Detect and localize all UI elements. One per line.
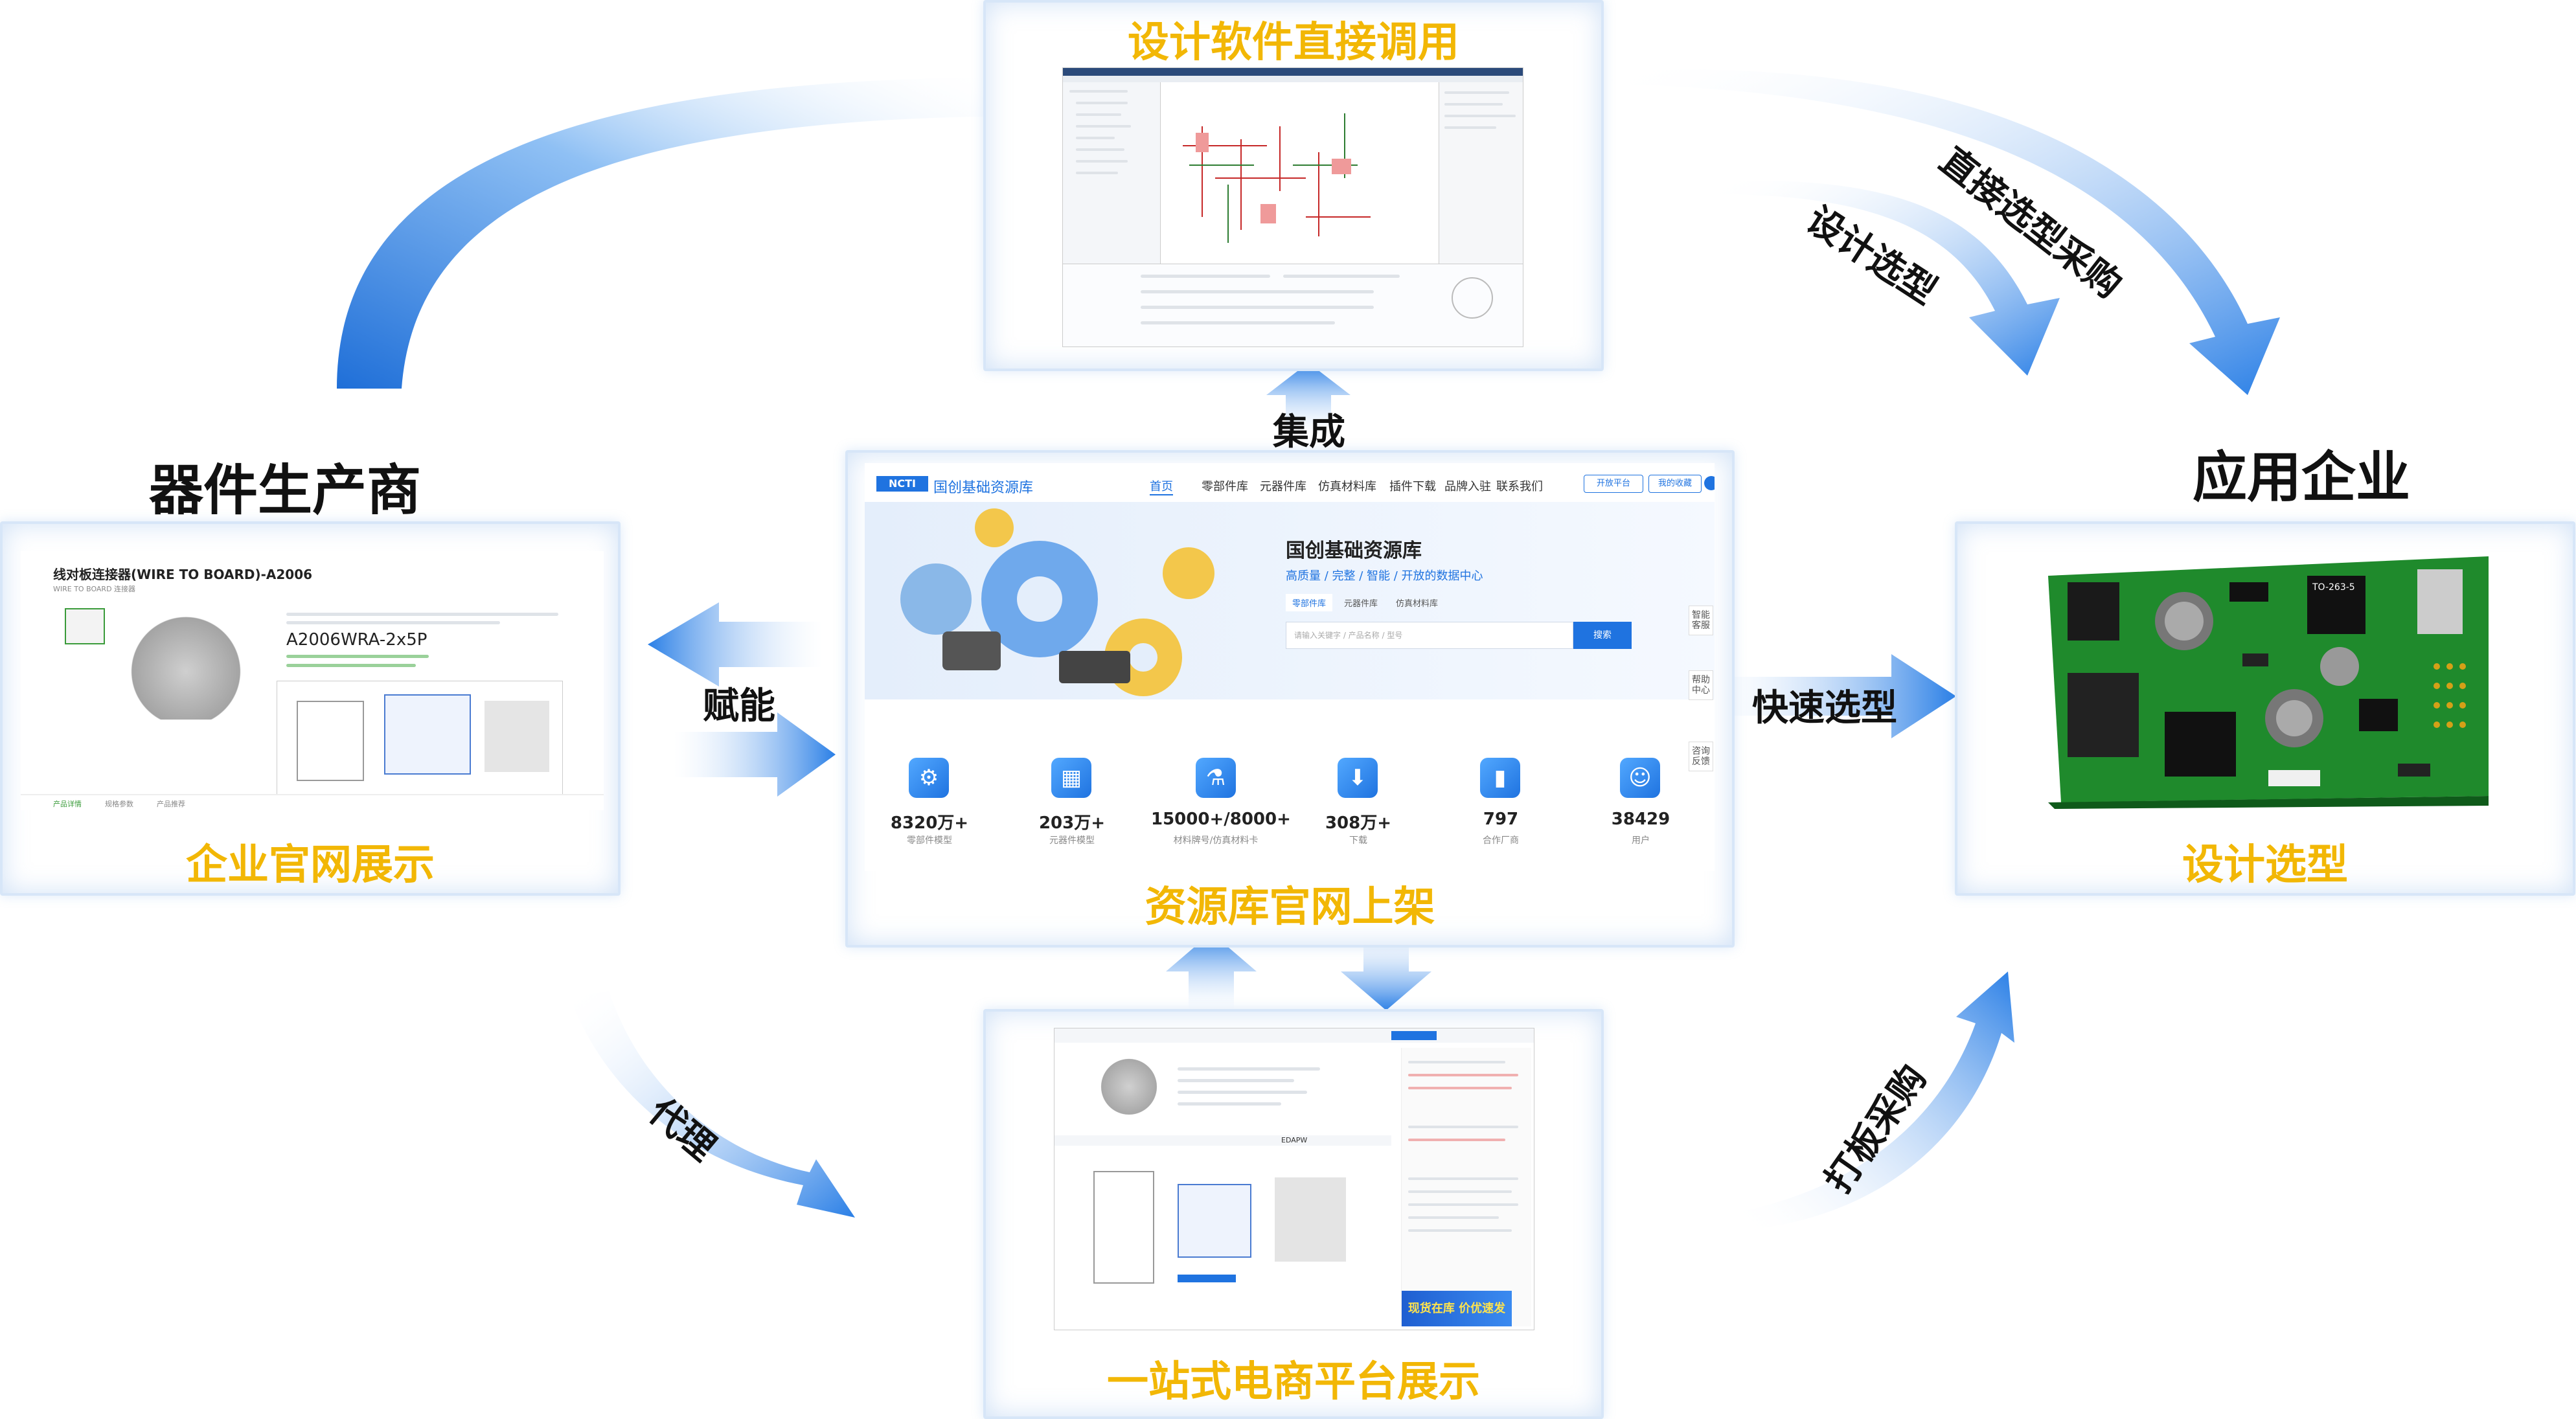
tab-specs[interactable]: 规格参数	[105, 800, 133, 808]
stat-downloads-value: 308万+	[1325, 813, 1392, 833]
official-site-subtitle: WIRE TO BOARD 连接器	[53, 585, 136, 593]
stat-download-icon: ⬇	[1338, 758, 1378, 798]
ecommerce-tab[interactable]: EDAPW	[1281, 1136, 1308, 1144]
integrate-label: 集成	[1273, 411, 1345, 453]
ecommerce-screenshot: EDAPW 现货在库 价优速发	[1054, 1028, 1534, 1330]
stat-vendors-label: 合作厂商	[1483, 835, 1519, 846]
gears-illustration	[900, 508, 1214, 696]
search-button[interactable]: 搜索	[1573, 622, 1632, 649]
stat-vendors-value: 797	[1483, 810, 1519, 829]
quick-select-label: 快速选型	[1752, 687, 1897, 729]
stat-materials-value: 15000+/8000+	[1151, 810, 1291, 829]
design-software-title: 设计软件直接调用	[1128, 19, 1459, 67]
design-software-screenshot	[1062, 67, 1523, 347]
avatar[interactable]	[1704, 476, 1715, 490]
stat-flask-icon: ⚗	[1196, 758, 1236, 798]
search-input[interactable]: 请输入关键字 / 产品名称 / 型号	[1286, 622, 1573, 649]
official-site-part-number: A2006WRA-2x5P	[286, 630, 427, 650]
drawing-preview	[277, 681, 563, 795]
stat-downloads-label: 下载	[1349, 835, 1367, 846]
arrow-prototype-purchase	[1742, 971, 2014, 1231]
pcb-label: TO-263-5	[2312, 582, 2355, 593]
nav-materials[interactable]: 仿真材料库	[1318, 480, 1376, 494]
promo-banner[interactable]: 现货在库 价优速发	[1402, 1291, 1512, 1326]
official-site-panel: 线对板连接器(WIRE TO BOARD)-A2006 WIRE TO BOAR…	[0, 521, 621, 896]
nav-home[interactable]: 首页	[1150, 477, 1173, 495]
stat-parts-value: 8320万+	[890, 813, 969, 833]
pcb-board-image: TO-263-5	[2048, 556, 2489, 809]
hero-banner: 国创基础资源库 高质量 / 完整 / 智能 / 开放的数据中心 零部件库 元器件…	[865, 502, 1715, 699]
arrow-empower-right	[674, 712, 836, 797]
design-selection-label: 设计选型	[2182, 841, 2348, 889]
nav-components[interactable]: 元器件库	[1260, 480, 1306, 494]
official-site-title: 线对板连接器(WIRE TO BOARD)-A2006	[53, 567, 313, 582]
ecommerce-panel: EDAPW 现货在库 价优速发 一站式电商平台展示	[983, 1009, 1604, 1419]
hero-subtitle: 高质量 / 完整 / 智能 / 开放的数据中心	[1286, 569, 1483, 583]
stat-users-label: 用户	[1632, 835, 1650, 846]
search-tab-parts[interactable]: 零部件库	[1286, 594, 1333, 611]
design-selection-panel: TO-263-5 设计选型	[1955, 521, 2575, 896]
nav-brand[interactable]: 品牌入驻	[1444, 480, 1491, 494]
manufacturer-label: 器件生产商	[149, 459, 422, 522]
ecommerce-label: 一站式电商平台展示	[1107, 1358, 1480, 1406]
nav-contact[interactable]: 联系我们	[1496, 480, 1543, 494]
stat-materials-label: 材料牌号/仿真材料卡	[1173, 835, 1259, 846]
side-tab-help[interactable]: 帮助中心	[1689, 670, 1713, 700]
arrow-integrate	[1266, 363, 1351, 434]
arrow-ecommerce-up	[1166, 933, 1257, 1010]
product-thumbnail[interactable]	[65, 608, 105, 644]
ecommerce-drawing	[1080, 1158, 1365, 1300]
logo-icon: NCTI	[876, 476, 928, 492]
search-tab-components[interactable]: 元器件库	[1344, 599, 1378, 609]
arrow-quick-select	[1716, 654, 1956, 738]
empower-label: 赋能	[703, 685, 775, 727]
stat-gear-icon: ⚙	[909, 758, 949, 798]
product-image	[118, 613, 254, 720]
stat-parts-label: 零部件模型	[907, 835, 952, 846]
design-software-panel: 设计软件直接调用	[983, 0, 1604, 371]
arrow-agent	[570, 991, 855, 1218]
stat-users-value: 38429	[1611, 810, 1670, 829]
ecommerce-product-image	[1093, 1058, 1165, 1116]
stat-user-icon: ☺	[1620, 758, 1660, 798]
arc-manufacturer-to-software	[337, 78, 1004, 389]
resource-library-panel: NCTI 国创基础资源库 首页 零部件库 元器件库 仿真材料库 插件下载 品牌入…	[845, 450, 1735, 948]
arrow-empower-left	[648, 602, 823, 687]
open-platform-button[interactable]: 开放平台	[1584, 475, 1643, 493]
side-tab-feedback[interactable]: 咨询反馈	[1689, 742, 1713, 771]
hero-title: 国创基础资源库	[1286, 539, 1422, 562]
arrow-direct-purchase	[1606, 69, 2280, 395]
side-tab-service[interactable]: 智能客服	[1689, 606, 1713, 635]
nav-parts[interactable]: 零部件库	[1202, 480, 1248, 494]
arrow-resource-down	[1341, 933, 1431, 1010]
nav-plugins[interactable]: 插件下载	[1389, 480, 1436, 494]
resource-site-screenshot: NCTI 国创基础资源库 首页 零部件库 元器件库 仿真材料库 插件下载 品牌入…	[865, 463, 1715, 871]
search-tab-materials[interactable]: 仿真材料库	[1396, 599, 1439, 609]
official-site-screenshot: 线对板连接器(WIRE TO BOARD)-A2006 WIRE TO BOAR…	[21, 551, 604, 810]
schematic-drawing	[1183, 113, 1371, 243]
stat-building-icon: ▮	[1480, 758, 1520, 798]
stat-components-value: 203万+	[1038, 813, 1106, 833]
arrow-design-select	[1716, 180, 2060, 376]
tab-recommend[interactable]: 产品推荐	[157, 800, 185, 808]
enterprise-label: 应用企业	[2193, 446, 2411, 509]
resource-library-label: 资源库官网上架	[1145, 883, 1435, 931]
favorites-button[interactable]: 我的收藏	[1648, 475, 1702, 493]
stat-components-label: 元器件模型	[1049, 835, 1095, 846]
official-site-label: 企业官网展示	[186, 841, 435, 889]
tab-product-details[interactable]: 产品详情	[53, 800, 82, 808]
stat-chip-icon: ▦	[1051, 758, 1091, 798]
